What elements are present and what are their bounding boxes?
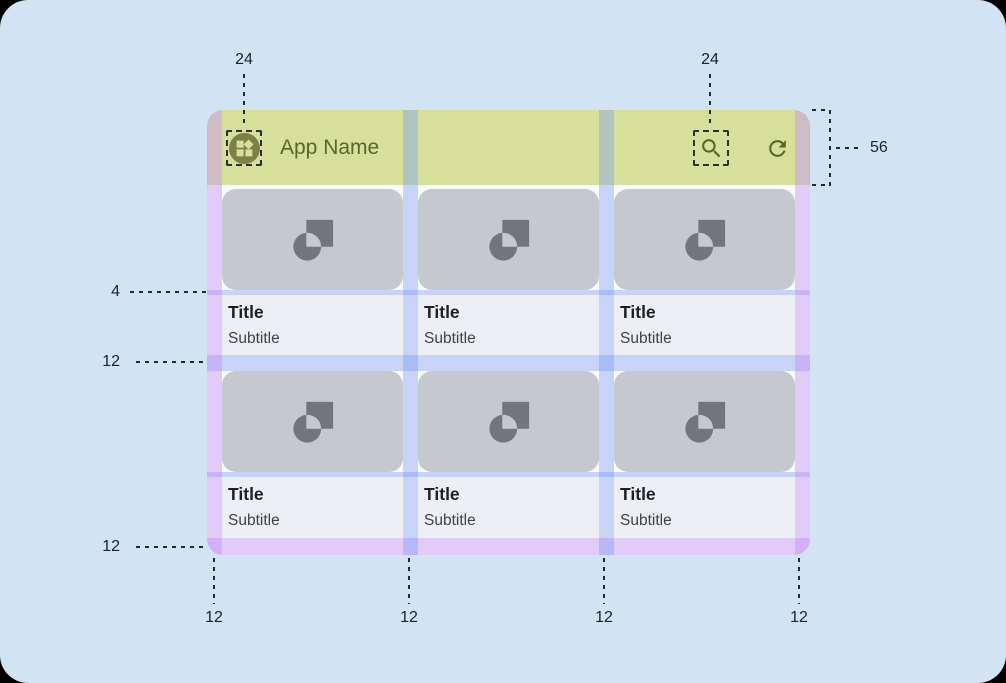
image-text-gap-strip [207,472,810,477]
dim-label-row-gap: 12 [102,353,120,370]
bottom-margin-strip [207,538,810,555]
dim-tick [812,184,830,186]
search-icon [701,138,720,157]
card-image [222,371,403,472]
card-image [614,189,795,290]
dim-label-gutter-2: 12 [595,609,613,626]
image-placeholder-icon [292,219,333,261]
card-subtitle: Subtitle [424,330,476,347]
card-text-block: Title Subtitle [418,295,599,355]
dim-line [136,361,207,363]
dim-line [213,558,215,604]
dim-label-gutter-1: 12 [400,609,418,626]
card-title: Title [620,302,656,322]
gutter-strip [599,110,614,555]
image-placeholder-icon [488,401,529,443]
dim-label-search-icon: 24 [701,51,719,68]
card-title: Title [620,484,656,504]
dim-label-left-margin: 12 [205,609,223,626]
dim-line [798,558,800,604]
card-title: Title [228,302,264,322]
app-mockup-frame: App Name [207,110,810,555]
left-margin-strip [207,110,222,555]
dim-label-image-text-gap: 4 [111,283,120,300]
dim-label-right-margin: 12 [790,609,808,626]
dim-line [408,558,410,604]
search-icon-measure-box [693,130,729,166]
dim-line [243,74,245,128]
dim-line [829,110,831,186]
card-image [222,189,403,290]
card-subtitle: Subtitle [620,330,672,347]
dim-tick [812,109,830,111]
widgets-icon [236,138,254,156]
image-placeholder-icon [684,401,725,443]
dim-line [130,291,207,293]
card-title: Title [424,302,460,322]
card-text-block: Title Subtitle [614,477,795,538]
dim-leader [836,147,863,149]
card-subtitle: Subtitle [228,512,280,529]
card-text-block: Title Subtitle [418,477,599,538]
row-gap-strip [207,355,810,371]
dim-label-appbar-height: 56 [870,139,888,156]
card-text-block: Title Subtitle [222,477,403,538]
card-text-block: Title Subtitle [222,295,403,355]
dim-label-bottom-margin: 12 [102,538,120,555]
image-placeholder-icon [292,401,333,443]
app-icon-measure-box [226,130,262,166]
app-logo-circle [228,132,260,164]
refresh-button [759,130,795,166]
image-text-gap-strip [207,290,810,295]
card-title: Title [424,484,460,504]
app-name-title: App Name [280,136,380,159]
top-app-bar: App Name [207,110,810,185]
gutter-strip [403,110,418,555]
image-placeholder-icon [488,219,529,261]
card-subtitle: Subtitle [620,512,672,529]
right-margin-strip [795,110,810,555]
card-image [418,371,599,472]
card-text-block: Title Subtitle [614,295,795,355]
card-subtitle: Subtitle [424,512,476,529]
dim-line [603,558,605,604]
card-image [418,189,599,290]
dim-line [136,546,207,548]
dim-line [709,74,711,128]
card-image [614,371,795,472]
card-title: Title [228,484,264,504]
dim-label-app-icon: 24 [235,51,253,68]
refresh-icon [768,139,786,157]
card-subtitle: Subtitle [228,330,280,347]
image-placeholder-icon [684,219,725,261]
